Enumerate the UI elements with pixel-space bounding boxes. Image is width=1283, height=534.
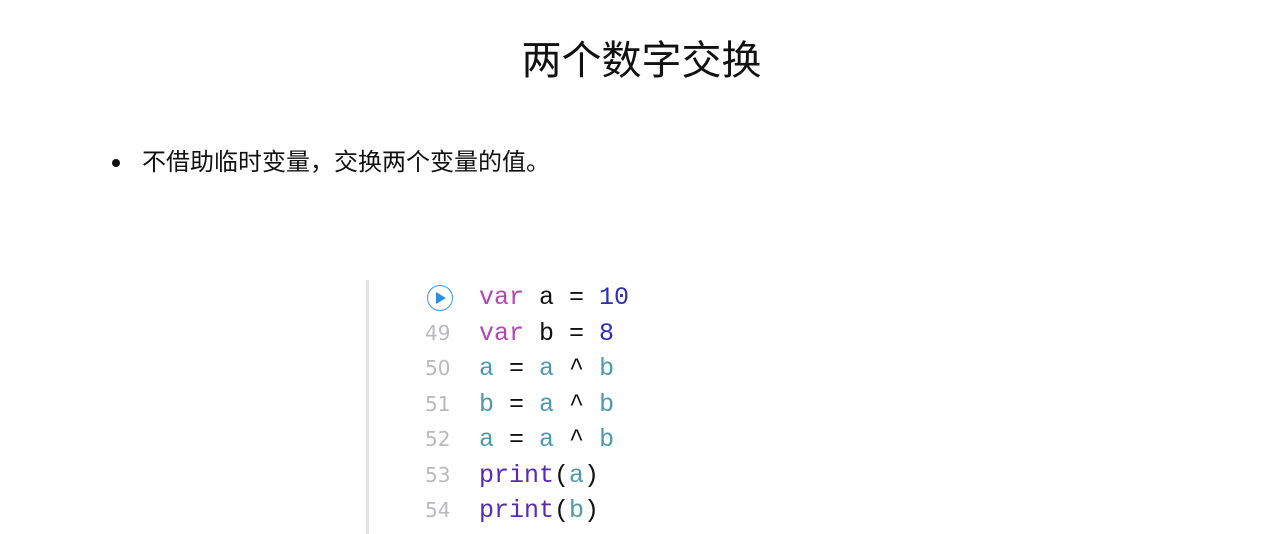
code-token: a xyxy=(479,425,495,454)
code-token: print xyxy=(479,496,555,525)
code-token: b xyxy=(479,389,495,419)
line-number: 50 xyxy=(425,356,451,380)
code-line: 54 print(b) xyxy=(425,493,629,529)
play-circle-icon[interactable] xyxy=(427,285,453,311)
code-token: a xyxy=(479,354,495,383)
line-number: 49 xyxy=(425,320,451,345)
code-token: b xyxy=(599,354,615,383)
code-line: 52 a = a ^ b xyxy=(425,422,629,458)
code-token: a xyxy=(539,425,555,454)
code-line: 49 var b = 8 xyxy=(425,316,629,352)
code-token: ( xyxy=(554,496,570,525)
code-token: = xyxy=(494,354,540,383)
code-token: ) xyxy=(584,460,600,490)
code-token: b xyxy=(569,496,585,525)
code-token: = xyxy=(494,425,540,454)
code-editor: var a = 10 49 var b = 8 50 a = a ^ b 51 b = a … xyxy=(366,280,629,534)
code-token: a = xyxy=(524,283,600,312)
code-token: a xyxy=(569,460,585,490)
code-token: ^ xyxy=(554,354,600,383)
code-token: b = xyxy=(524,318,600,348)
code-token: var xyxy=(479,318,525,348)
line-number: 53 xyxy=(425,462,451,487)
line-number: 51 xyxy=(425,391,451,416)
code-token: var xyxy=(479,283,525,312)
code-line: 53 print(a) xyxy=(425,458,629,494)
code-token: ^ xyxy=(554,425,600,454)
code-token: ^ xyxy=(554,389,600,419)
code-token: 10 xyxy=(599,283,630,312)
code-token: a xyxy=(539,389,555,419)
bullet-item: 不借助临时变量，交换两个变量的值。 xyxy=(112,142,550,177)
code-token: = xyxy=(494,389,540,419)
code-line: 51 b = a ^ b xyxy=(425,387,629,423)
code-token: b xyxy=(599,389,615,419)
code-token: a xyxy=(539,354,555,383)
code-line: var a = 10 xyxy=(425,280,629,316)
code-token: print xyxy=(479,460,555,490)
code-token: 8 xyxy=(599,318,615,348)
code-line: 50 a = a ^ b xyxy=(425,351,629,387)
code-token: ( xyxy=(554,460,570,490)
code-token: b xyxy=(599,425,615,454)
bullet-dot-icon xyxy=(112,159,120,167)
line-number: 54 xyxy=(425,498,451,522)
line-number: 52 xyxy=(425,427,451,451)
bullet-text: 不借助临时变量，交换两个变量的值。 xyxy=(142,148,550,176)
slide-title: 两个数字交换 xyxy=(521,38,762,84)
code-token: ) xyxy=(584,496,600,525)
